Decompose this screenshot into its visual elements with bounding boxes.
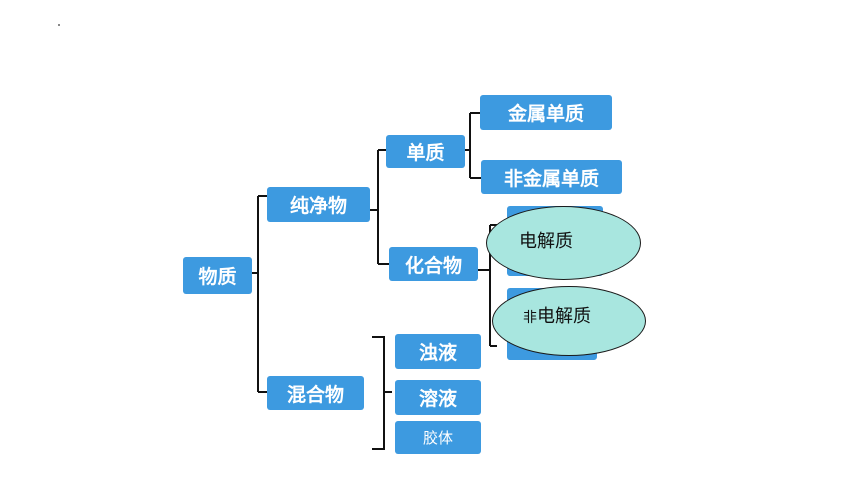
node-compound: 化合物 <box>389 247 478 281</box>
node-colloid: 胶体 <box>395 421 481 454</box>
nonelectrolyte-rest: 电解质 <box>537 306 591 327</box>
node-mixture: 混合物 <box>267 376 364 410</box>
node-element: 单质 <box>386 135 465 168</box>
node-pure-substance: 纯净物 <box>267 187 370 222</box>
node-root: 物质 <box>183 257 252 294</box>
ellipse-nonelectrolyte: 非电解质 <box>492 286 646 356</box>
node-turbid-liquid: 浊液 <box>395 334 481 369</box>
node-nonmetal-element: 非金属单质 <box>481 160 622 194</box>
nonelectrolyte-label: 非电解质 <box>523 302 591 328</box>
node-solution: 溶液 <box>395 380 481 415</box>
nonelectrolyte-prefix: 非 <box>523 310 537 326</box>
node-metal-element: 金属单质 <box>480 95 612 130</box>
ellipse-electrolyte: 电解质 <box>486 206 641 280</box>
electrolyte-label: 电解质 <box>519 231 573 252</box>
corner-dot <box>58 24 60 26</box>
